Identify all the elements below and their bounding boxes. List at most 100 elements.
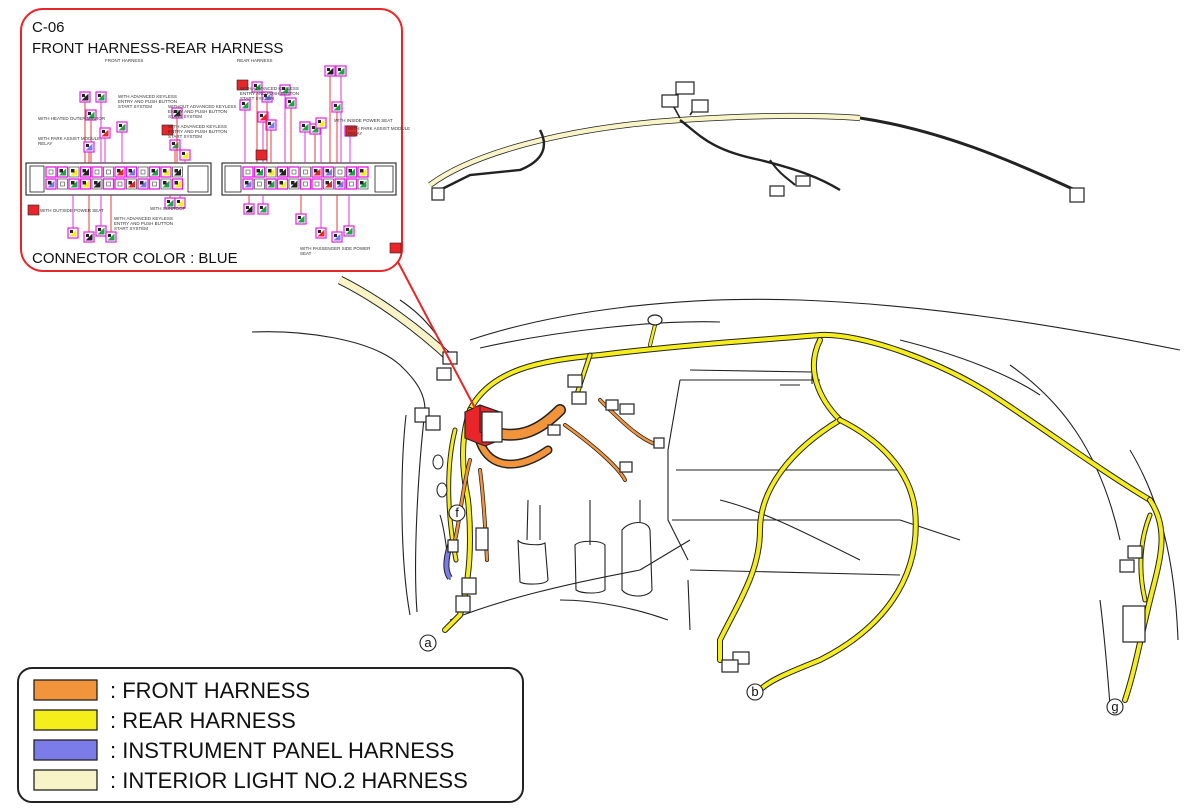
legend-swatch <box>33 679 98 701</box>
c06-connector-3d <box>464 404 503 447</box>
connector-pin <box>79 166 92 178</box>
branch-wire <box>174 195 186 209</box>
connector-pin <box>172 166 183 178</box>
branch-wire <box>67 195 79 239</box>
connector-pin <box>334 166 346 178</box>
callout-note: WITH OUTSIDE POWER SEAT <box>40 208 104 213</box>
branch-wire <box>335 65 347 163</box>
callout-leader-line <box>397 261 477 411</box>
marker-a: a <box>419 634 437 652</box>
branch-wire <box>179 149 191 163</box>
wire-color-box <box>27 204 40 216</box>
branch-wire <box>331 195 343 243</box>
branch-wire <box>99 127 111 163</box>
connector-pin <box>299 178 312 190</box>
connector-pin <box>345 178 358 190</box>
legend-label: : FRONT HARNESS <box>110 678 310 703</box>
connector-pin <box>323 178 334 190</box>
wire-color-box <box>389 242 402 254</box>
branch-wire <box>116 121 128 163</box>
connector-pin <box>57 178 68 190</box>
wire-color-box <box>345 125 358 137</box>
svg-text:f: f <box>455 505 459 520</box>
connector-pin <box>114 166 126 178</box>
svg-text:b: b <box>751 684 758 699</box>
legend-row: : FRONT HARNESS <box>33 678 310 703</box>
branch-wire <box>299 121 311 163</box>
legend-swatch <box>33 739 98 761</box>
legend-row: : INTERIOR LIGHT NO.2 HARNESS <box>33 768 468 793</box>
callout-code: C-06 <box>32 19 65 36</box>
connector-pin <box>322 166 335 178</box>
connector-pin <box>137 178 149 190</box>
connector-pin <box>357 178 369 190</box>
legend-label: : INTERIOR LIGHT NO.2 HARNESS <box>110 768 468 793</box>
legend-swatch <box>33 769 98 791</box>
connector-pin <box>288 178 300 190</box>
front-harness-header: FRONT HARNESS <box>105 58 143 63</box>
wire-color-box <box>255 149 268 161</box>
callout-note: WITH SUNROOF <box>150 206 185 211</box>
connector-pin <box>114 178 126 190</box>
connector-color-label: CONNECTOR COLOR : BLUE <box>32 250 238 267</box>
connector-pin <box>242 178 254 190</box>
connector-pin <box>160 166 172 178</box>
connector-pin <box>103 166 114 178</box>
connector-pin <box>91 166 103 178</box>
rear-connector-face <box>221 162 397 196</box>
connector-pin <box>288 166 300 178</box>
wire-color-box <box>236 79 249 91</box>
branch-wire <box>331 101 343 163</box>
connector-pin <box>137 166 149 178</box>
connector-pin <box>311 178 323 190</box>
branch-wire <box>239 99 251 163</box>
connector-pin <box>242 166 254 178</box>
connector-pin <box>148 178 161 190</box>
branch-wire <box>79 91 91 163</box>
legend-label: : REAR HARNESS <box>110 708 296 733</box>
connector-pin <box>276 178 289 190</box>
connector-pin <box>300 166 311 178</box>
connector-callout: C-06 FRONT HARNESS-REAR HARNESS CONNECTO… <box>20 8 410 272</box>
marker-g: g <box>1106 698 1124 716</box>
connector-pin <box>253 166 266 178</box>
connector-pin <box>56 166 69 178</box>
connector-pin <box>254 178 265 190</box>
connector-pin <box>126 178 137 190</box>
connector-pin <box>160 178 172 190</box>
connector-pin <box>102 178 115 190</box>
marker-f: f <box>448 504 466 522</box>
marker-b: b <box>746 683 764 701</box>
branch-wire <box>315 195 327 239</box>
branch-wire <box>279 84 291 163</box>
branch-wire <box>265 119 277 163</box>
svg-text:g: g <box>1111 699 1118 714</box>
connector-pin <box>345 166 358 178</box>
callout-note: WITH HEATED OUTER MIRROR <box>38 116 106 121</box>
connector-pin <box>171 178 184 190</box>
rear-harness-header: REAR HARNESS <box>237 58 273 63</box>
branch-wire <box>257 195 269 215</box>
branch-wire <box>343 195 355 237</box>
connector-pin <box>125 166 138 178</box>
branch-wire <box>324 65 336 163</box>
connector-pin <box>68 166 80 178</box>
branch-wire <box>95 195 107 237</box>
branch-wire <box>105 195 117 243</box>
connector-pin <box>334 178 346 190</box>
branch-wire <box>83 195 95 243</box>
front-harness-connectors <box>547 399 665 473</box>
legend-row: : REAR HARNESS <box>33 708 296 733</box>
connector-pin <box>91 178 103 190</box>
branch-wire <box>243 195 255 215</box>
branch-wire <box>171 107 183 163</box>
legend-row: : INSTRUMENT PANEL HARNESS <box>33 738 454 763</box>
rear-harness <box>442 323 1165 703</box>
vehicle-outline <box>251 298 1181 706</box>
